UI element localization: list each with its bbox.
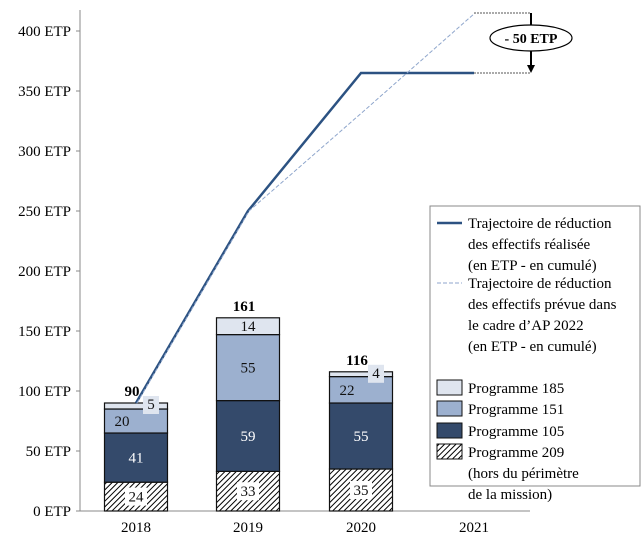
gap-annotation-label: - 50 ETP	[505, 32, 558, 47]
legend-swatch	[436, 443, 463, 460]
bar-value-label: 5	[147, 397, 155, 413]
bar-segment	[328, 371, 394, 378]
data-label-background	[350, 481, 372, 499]
x-tick-label: 2020	[346, 520, 376, 536]
bar-segment	[328, 402, 394, 470]
y-tick-label: 250 ETP	[18, 204, 71, 220]
x-tick-label: 2018	[121, 520, 151, 536]
y-tick-label: 150 ETP	[18, 324, 71, 340]
bar-segment	[215, 334, 281, 402]
data-label-background	[125, 487, 147, 506]
bar-segment	[103, 432, 169, 483]
legend-label: de la mission)	[468, 487, 552, 503]
legend-label: des effectifs réalisée	[468, 237, 590, 253]
legend-label: (en ETP - en cumulé)	[468, 258, 597, 274]
x-tick-label: 2019	[233, 520, 263, 536]
bar-value-label: 20	[115, 414, 130, 430]
legend-label: Trajectoire de réduction	[468, 276, 612, 292]
legend-label: Programme 151	[468, 402, 564, 418]
bar-value-label: 24	[129, 490, 145, 506]
y-tick-label: 350 ETP	[18, 84, 71, 100]
bar-segment	[215, 317, 281, 336]
arrow-down-icon	[527, 65, 535, 73]
bar-value-label: 55	[354, 429, 369, 445]
legend-swatch	[436, 379, 463, 396]
y-tick-label: 200 ETP	[18, 264, 71, 280]
legend-label: Programme 185	[468, 381, 564, 397]
bar-value-label: 35	[354, 483, 369, 499]
bar-value-label: 4	[372, 366, 380, 382]
legend-swatch	[436, 422, 463, 439]
legend-label: Programme 209	[468, 445, 564, 461]
y-tick-label: 400 ETP	[18, 24, 71, 40]
bar-value-label: 14	[241, 319, 257, 335]
data-label-background	[368, 364, 384, 383]
y-tick-label: 100 ETP	[18, 384, 71, 400]
bar-total-label: 90	[125, 384, 140, 400]
legend-label: des effectifs prévue dans	[468, 297, 617, 313]
legend-label: Programme 105	[468, 424, 564, 440]
bar-value-label: 33	[241, 484, 256, 500]
bar-value-label: 22	[340, 383, 355, 399]
legend-label: (en ETP - en cumulé)	[468, 339, 597, 355]
realized-trajectory-line	[134, 71, 474, 404]
bar-total-label: 116	[346, 353, 368, 369]
legend-box	[429, 205, 641, 487]
planned-trajectory-line	[136, 12, 476, 404]
annotation-ellipse	[489, 24, 573, 52]
y-tick-label: 50 ETP	[26, 444, 71, 460]
legend-swatch	[436, 400, 463, 417]
bar-value-label: 59	[241, 429, 256, 445]
y-tick-label: 300 ETP	[18, 144, 71, 160]
bar-total-label: 161	[233, 299, 256, 315]
legend-label: le cadre d’AP 2022	[468, 318, 584, 334]
x-tick-label: 2021	[459, 520, 489, 536]
legend-label: Trajectoire de réduction	[468, 216, 612, 232]
data-label-background	[143, 396, 159, 414]
y-tick-label: 0 ETP	[33, 504, 71, 520]
legend-label: (hors du périmètre	[468, 466, 579, 482]
bar-value-label: 55	[241, 361, 256, 377]
data-label-background	[237, 482, 259, 501]
bar-value-label: 41	[129, 451, 144, 467]
